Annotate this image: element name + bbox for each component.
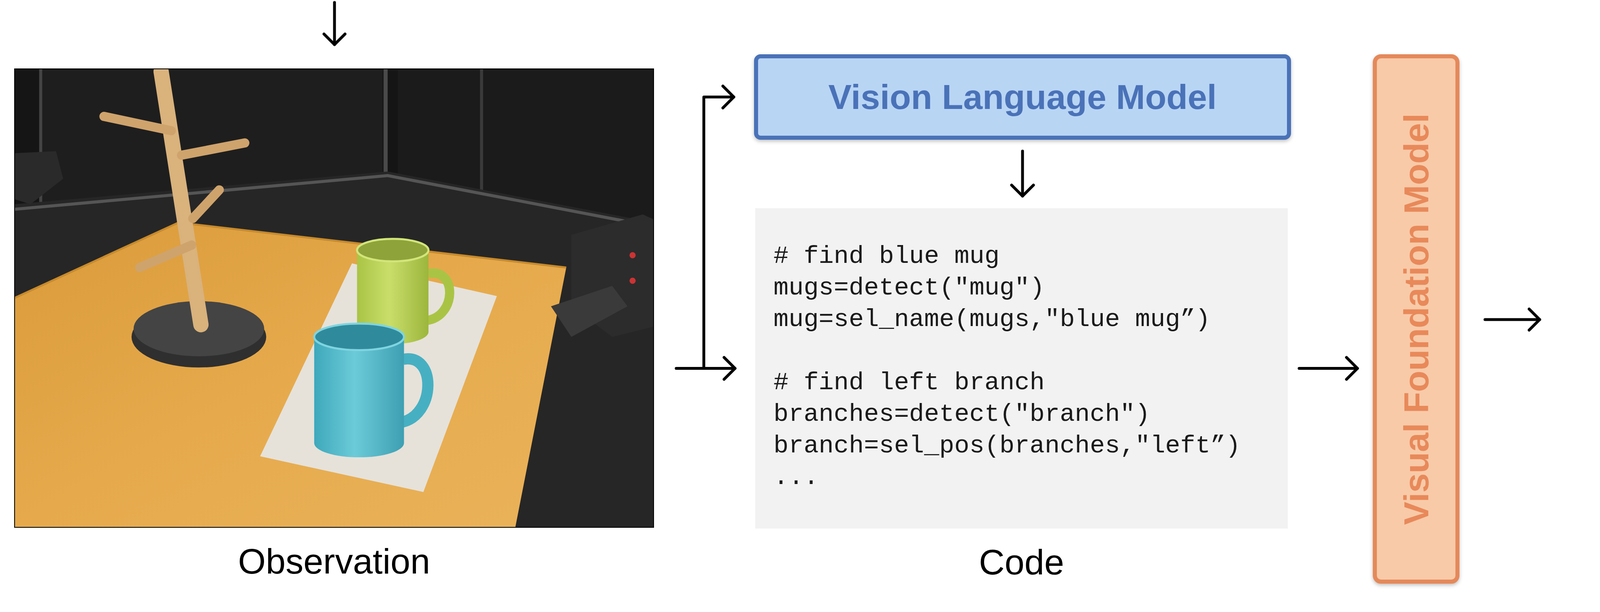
input-arrow: [333, 2, 337, 45]
flow-arrow: [676, 357, 736, 380]
model-box: Visual Foundation Model: [1372, 54, 1460, 584]
model-box: Vision Language Model: [754, 54, 1292, 140]
input-arrowhead: [323, 34, 346, 45]
panel-caption: Observation: [238, 540, 431, 582]
flow-arrow: [1011, 151, 1034, 197]
code-box: # find blue mugmugs=detect("mug")mug=sel…: [755, 208, 1288, 529]
output-arrowhead: [1529, 308, 1540, 331]
arrowhead: [724, 357, 736, 380]
box-label: Visual Foundation Model: [1396, 112, 1437, 525]
arrowhead: [722, 86, 734, 109]
panel-caption: Code: [978, 541, 1064, 583]
code-line: branch=sel_pos(branches,"left”): [773, 430, 1270, 462]
connector-line: [1299, 366, 1358, 370]
connector-line: [676, 97, 734, 369]
arrowhead: [1346, 357, 1358, 380]
flow-arrow: [676, 86, 734, 369]
box-label: Vision Language Model: [828, 76, 1217, 118]
connector-line: [1021, 151, 1025, 197]
observation-image: Observation: [14, 68, 655, 528]
code-line: ...: [773, 461, 1270, 494]
code-line: mugs=detect("mug"): [773, 272, 1270, 304]
arrowhead: [1011, 185, 1034, 197]
flow-arrow: [1299, 357, 1358, 380]
connector-line: [676, 366, 736, 370]
code-line: # find left branch: [773, 366, 1270, 399]
code-line: branches=detect("branch"): [773, 398, 1270, 431]
code-line: # find blue mug: [773, 240, 1270, 273]
observation-photo: [14, 68, 655, 528]
output-arrow: [1484, 318, 1540, 322]
code-line: mug=sel_name(mugs,"blue mug”): [773, 303, 1270, 336]
